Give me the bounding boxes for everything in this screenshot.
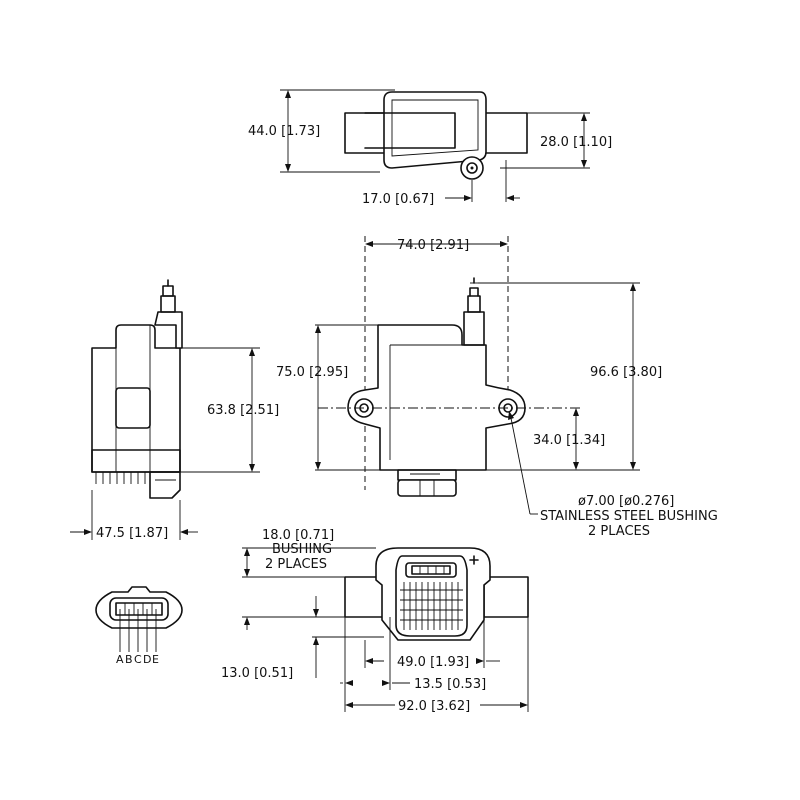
- dim-bushing: 18.0 [0.71]: [262, 528, 334, 543]
- top-view: [280, 89, 590, 202]
- pin-label-a: A: [116, 653, 124, 666]
- dim-top-offset: 17.0 [0.67]: [362, 192, 434, 207]
- pin-label-b: B: [125, 653, 133, 666]
- dim-front-width: 74.0 [2.91]: [397, 238, 469, 253]
- side-pins: [95, 472, 146, 484]
- front-view: [315, 236, 640, 515]
- dim-top-inner-height: 28.0 [1.10]: [540, 135, 612, 150]
- bottom-pin-grid: [400, 582, 463, 630]
- note-bushing-material: STAINLESS STEEL BUSHING: [540, 509, 718, 524]
- note-bushing-label: BUSHING: [272, 542, 332, 557]
- pin-label-d: D: [143, 653, 151, 666]
- connector-detail: [95, 586, 183, 652]
- dim-front-total-height: 96.6 [3.80]: [590, 365, 662, 380]
- side-view: [70, 279, 260, 540]
- dim-front-body-height: 75.0 [2.95]: [276, 365, 348, 380]
- dim-front-hole-height: 34.0 [1.34]: [533, 433, 605, 448]
- dim-overall-width: 92.0 [3.62]: [398, 699, 470, 714]
- dim-side-height: 63.8 [2.51]: [207, 403, 279, 418]
- dim-bottom-offset: 13.0 [0.51]: [221, 666, 293, 681]
- dim-top-height: 44.0 [1.73]: [248, 124, 320, 139]
- note-bushing-count: 2 PLACES: [588, 524, 650, 539]
- dim-flange-width: 13.5 [0.53]: [414, 677, 486, 692]
- bottom-view: [242, 547, 529, 712]
- dim-side-depth: 47.5 [1.87]: [96, 526, 168, 541]
- pin-label-e: E: [152, 653, 159, 666]
- pin-label-c: C: [134, 653, 142, 666]
- note-bushing-diameter: ø7.00 [ø0.276]: [578, 494, 674, 509]
- dim-hole-spacing: 49.0 [1.93]: [397, 655, 469, 670]
- note-bushing-label-count: 2 PLACES: [265, 557, 327, 572]
